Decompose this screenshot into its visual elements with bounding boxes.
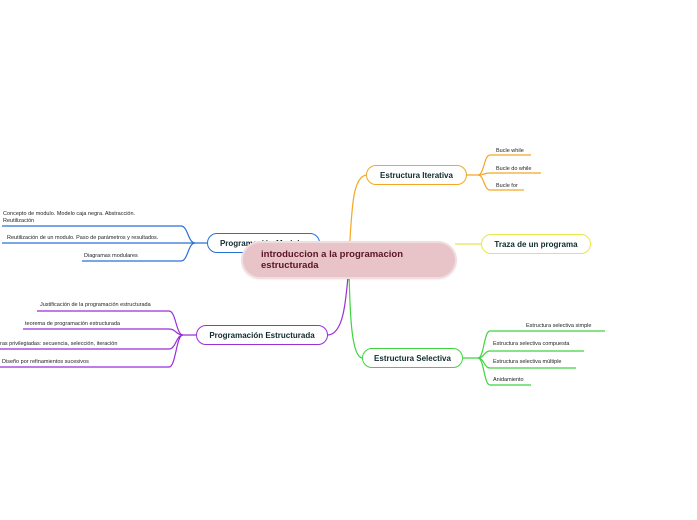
- estructurada-connectors: [0, 264, 350, 368]
- central-topic-overlay: introduccion a la programacion estructur…: [243, 243, 455, 277]
- leaf-anidamiento[interactable]: Anidamiento: [493, 377, 524, 383]
- node-traza-programa[interactable]: Traza de un programa: [481, 234, 591, 254]
- node-estructura-iterativa[interactable]: Estructura Iterativa: [366, 165, 467, 185]
- leaf-selectiva-simple[interactable]: Estructura selectiva simple: [526, 323, 592, 329]
- leaf-estructuras-privilegiadas[interactable]: ras privilegiadas: secuencia, selección,…: [0, 341, 118, 347]
- node-programacion-estructurada[interactable]: Programación Estructurada: [196, 325, 328, 345]
- node-estructura-selectiva[interactable]: Estructura Selectiva: [362, 348, 463, 368]
- node-label: Programación Estructurada: [209, 330, 315, 340]
- leaf-bucle-do-while[interactable]: Bucle do while: [496, 166, 532, 172]
- leaf-selectiva-compuesta[interactable]: Estructura selectiva compuesta: [493, 341, 570, 347]
- node-label: Estructura Iterativa: [380, 170, 453, 180]
- node-label: Estructura Selectiva: [374, 353, 451, 363]
- leaf-concepto-modulo[interactable]: Concepto de modulo. Modelo caja negra. A…: [3, 211, 136, 224]
- leaf-selectiva-multiple[interactable]: Estructura selectiva múltiple: [493, 359, 562, 365]
- central-topic-label: introduccion a la programacion estructur…: [261, 249, 403, 271]
- leaf-bucle-for[interactable]: Bucle for: [496, 183, 518, 189]
- iterativa-connectors: [348, 154, 541, 256]
- leaf-refinamientos[interactable]: Diseño por refinamientos sucesivos: [2, 359, 89, 365]
- leaf-teorema[interactable]: teorema de programación estructurada: [25, 321, 121, 327]
- leaf-justificacion[interactable]: Justificación de la programación estruct…: [40, 302, 151, 308]
- leaf-bucle-while[interactable]: Bucle while: [496, 148, 524, 154]
- node-label: Traza de un programa: [494, 239, 578, 249]
- selectiva-connectors: [348, 269, 605, 386]
- leaf-reutilizacion-modulo[interactable]: Reutilización de un modulo. Paso de pará…: [7, 235, 159, 241]
- leaf-diagramas-modulares[interactable]: Diagramas modulares: [84, 253, 138, 259]
